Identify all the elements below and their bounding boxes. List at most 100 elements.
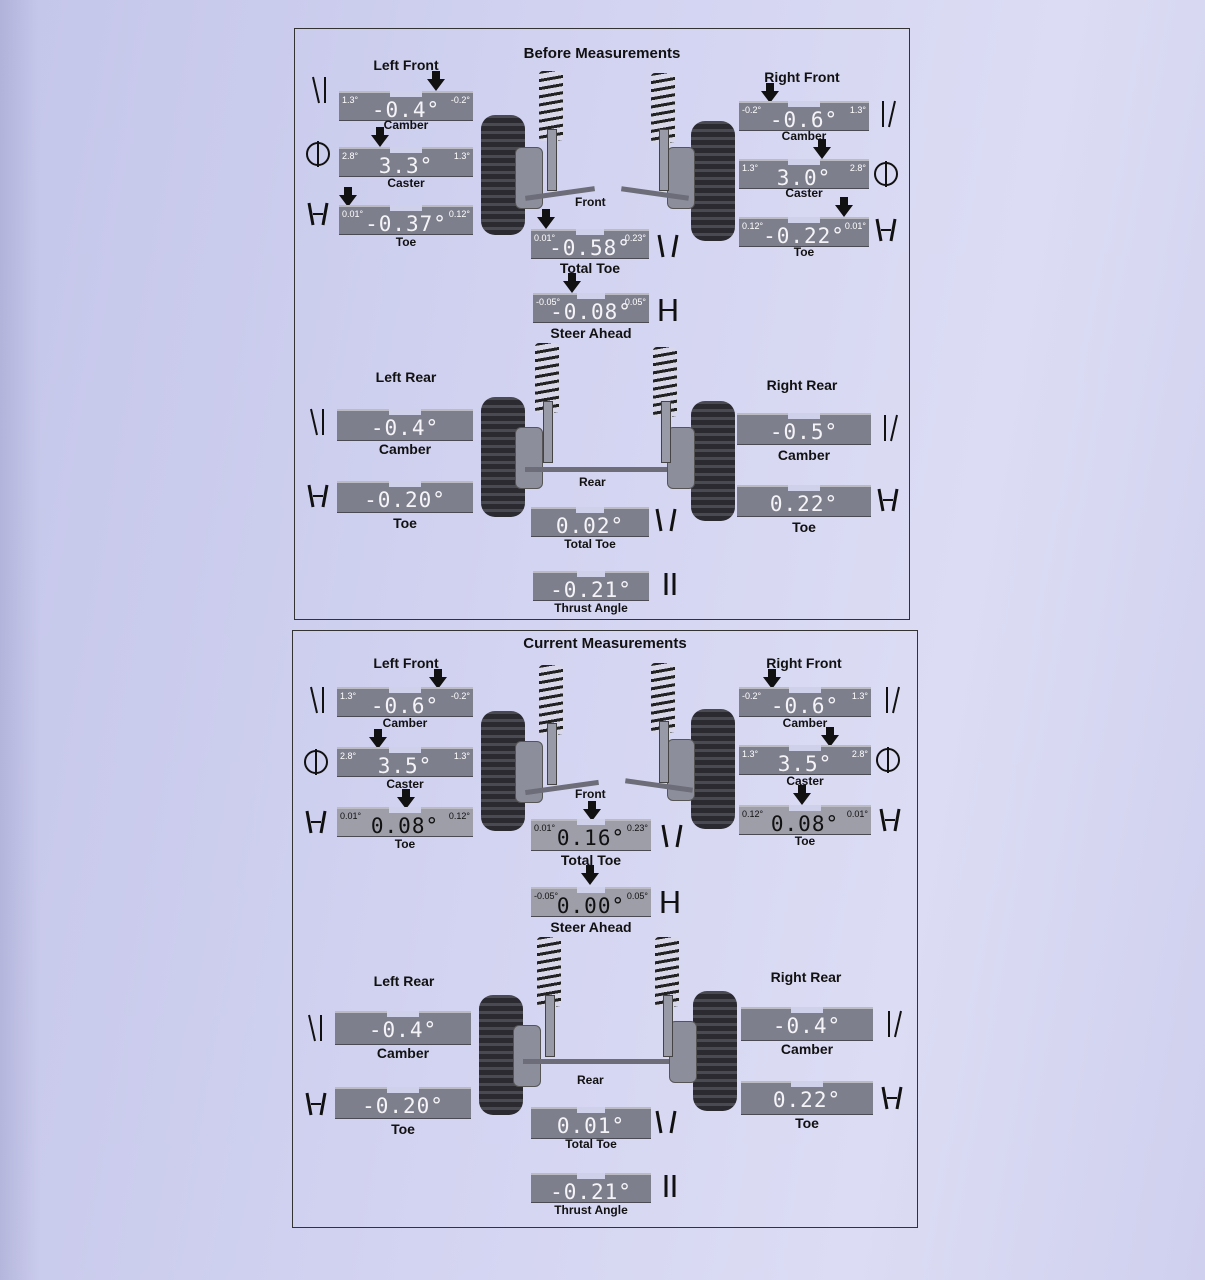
gauge-hi: 0.05°	[626, 891, 648, 901]
gauge-target-notch	[386, 1087, 420, 1093]
gauge-hi: 1.3°	[453, 751, 470, 761]
gauge-target-notch	[787, 485, 821, 491]
indicator-arrow-icon	[369, 729, 387, 749]
left-rear-toe-gauge: -0.20°	[337, 481, 473, 513]
left-front-camber-gauge: 1.3°-0.2°-0.6°	[337, 687, 473, 718]
toe-symbol-icon	[305, 1092, 327, 1116]
gauge-lo: -0.05°	[534, 891, 559, 901]
steer-symbol-icon	[661, 891, 679, 913]
caster-symbol-icon	[876, 747, 900, 773]
rear-link-image	[525, 467, 685, 472]
right-front-strut-image	[659, 129, 669, 191]
gauge-target-notch	[388, 687, 422, 693]
gauge-value: -0.08°	[550, 300, 632, 324]
toe-symbol-icon	[307, 484, 329, 508]
front-total-toe-gauge: 0.01°0.23°-0.58°	[531, 229, 649, 260]
toe-symbol-icon	[881, 1086, 903, 1110]
gauge-label: Toe	[393, 515, 417, 531]
gauge-target-notch	[576, 887, 606, 893]
gauge-target-notch	[576, 1173, 606, 1179]
thrust-symbol-icon	[664, 1175, 676, 1197]
gauge-value: 0.02°	[555, 514, 625, 538]
gauge-label: Camber	[780, 1041, 834, 1057]
gauge-target-notch	[576, 819, 606, 825]
gauge-value: -0.4°	[368, 1018, 438, 1042]
gauge-value: -0.37°	[365, 212, 447, 236]
indicator-arrow-icon	[339, 187, 357, 207]
left-rear-camber-gauge: -0.4°	[337, 409, 473, 441]
toe-symbol-icon	[305, 810, 327, 834]
gauge-hi: 0.01°	[844, 221, 866, 231]
left-front-camber-gauge: 1.3°-0.2°-0.4°	[339, 91, 473, 122]
gauge-target-notch	[389, 91, 423, 97]
gauge-target-notch	[388, 747, 422, 753]
gauge-target-notch	[388, 409, 422, 415]
left-rear-strut-image	[545, 995, 555, 1057]
gauge-label: Total Toe	[564, 537, 616, 551]
caster-symbol-icon	[306, 141, 330, 167]
gauge-label: Caster	[387, 176, 425, 190]
right-front-camber-gauge: -0.2°1.3°-0.6°	[739, 687, 871, 718]
gauge-label: Total Toe	[560, 852, 622, 868]
rear-axle-label: Rear	[577, 1073, 604, 1087]
gauge-hi: 1.3°	[851, 691, 868, 701]
rear-total-toe-gauge: 0.02°	[531, 507, 649, 538]
indicator-arrow-icon	[813, 139, 831, 159]
right-rear-hub-image	[669, 1021, 697, 1083]
gauge-lo: 0.01°	[534, 823, 556, 833]
left-rear-camber-gauge: -0.4°	[335, 1011, 471, 1045]
gauge-label: Toe	[794, 834, 816, 848]
gauge-value: -0.4°	[371, 98, 441, 122]
left-rear-title: Left Rear	[375, 369, 437, 385]
gauge-value: -0.22°	[763, 224, 845, 248]
caster-symbol-icon	[304, 749, 328, 775]
gauge-target-notch	[788, 217, 820, 223]
indicator-arrow-icon	[763, 669, 781, 689]
gauge-hi: 2.8°	[851, 749, 868, 759]
steer-symbol-icon	[659, 299, 677, 321]
right-front-tire-image	[691, 121, 735, 241]
gauge-value: 0.01°	[556, 1114, 626, 1138]
gauge-target-notch	[789, 745, 821, 751]
left-rear-hub-image	[515, 427, 543, 489]
gauge-hi: 0.05°	[624, 297, 646, 307]
toe-symbol-icon	[875, 218, 897, 242]
gauge-lo: 0.01°	[534, 233, 556, 243]
front-axle-label: Front	[575, 787, 606, 801]
gauge-hi: -0.2°	[450, 95, 470, 105]
gauge-label: Thrust Angle	[554, 1203, 628, 1217]
gauge-label: Toe	[795, 1115, 819, 1131]
current-measurements-panel: Current Measurements Front Left Front 1.…	[292, 630, 918, 1228]
gauge-lo: 1.3°	[742, 163, 759, 173]
right-rear-title: Right Rear	[766, 377, 838, 393]
camber-symbol-icon	[310, 408, 324, 436]
gauge-target-notch	[388, 807, 422, 813]
gauge-target-notch	[788, 101, 820, 107]
front-total-toe-gauge: 0.01°0.23°0.16°	[531, 819, 651, 851]
gauge-hi: 1.3°	[849, 105, 866, 115]
gauge-hi: -0.2°	[450, 691, 470, 701]
gauge-hi: 0.12°	[448, 811, 470, 821]
gauge-value: -0.5°	[769, 420, 839, 444]
gauge-target-notch	[577, 571, 605, 577]
gauge-hi: 0.23°	[624, 233, 646, 243]
right-front-strut-image	[659, 721, 669, 783]
gauge-value: -0.20°	[364, 488, 446, 512]
camber-symbol-icon	[310, 686, 324, 714]
left-front-toe-gauge: 0.01°0.12°0.08°	[337, 807, 473, 838]
toe-symbol-icon	[655, 508, 677, 532]
gauge-value: 0.16°	[556, 826, 626, 850]
gauge-target-notch	[389, 147, 423, 153]
thrust-angle-gauge: -0.21°	[531, 1173, 651, 1204]
gauge-value: -0.21°	[550, 578, 632, 602]
gauge-label: Camber	[782, 716, 828, 730]
gauge-hi: 2.8°	[849, 163, 866, 173]
gauge-lo: 1.3°	[742, 749, 759, 759]
gauge-label: Toe	[394, 837, 416, 851]
left-front-strut-image	[547, 129, 557, 191]
steer-ahead-gauge: -0.05°0.05°0.00°	[531, 887, 651, 918]
section-title: Current Measurements	[523, 635, 687, 652]
gauge-label: Camber	[777, 447, 831, 463]
toe-symbol-icon	[307, 202, 329, 226]
right-rear-camber-gauge: -0.5°	[737, 413, 871, 445]
